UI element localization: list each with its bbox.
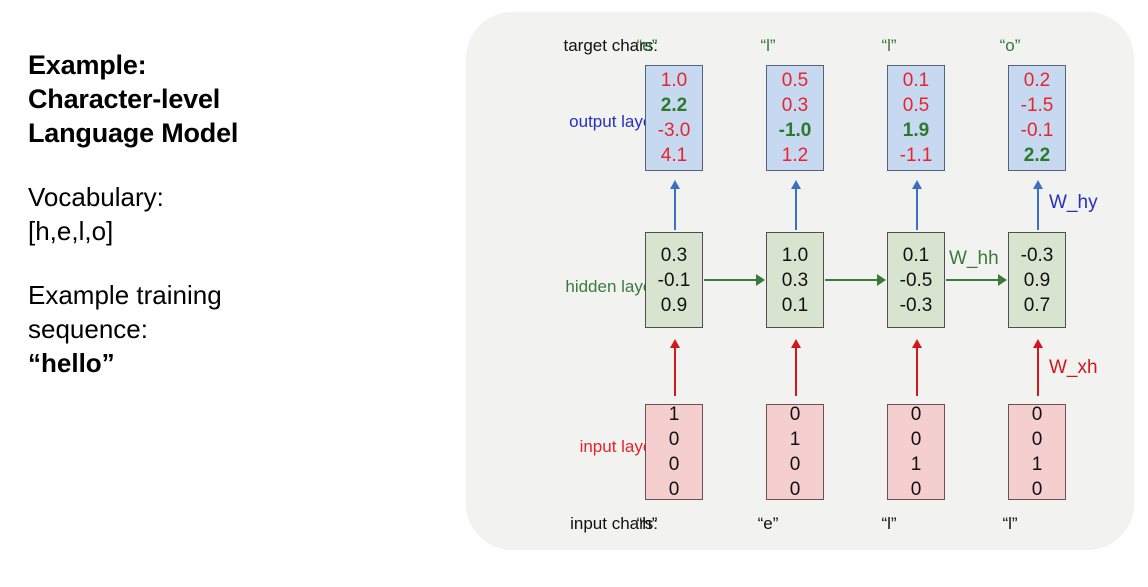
input-value-0-1: 0 [668, 429, 680, 450]
input-char-2: “l” [881, 514, 897, 533]
input-value-3-1: 0 [1031, 429, 1043, 450]
hidden-box-0: 0.3 -0.1 0.9 [645, 232, 703, 328]
hidden-box-2: 0.1 -0.5 -0.3 [887, 232, 945, 328]
row-label-output-layer: output layer [569, 112, 658, 131]
hidden-box-1: 1.0 0.3 0.1 [766, 232, 824, 328]
input-value-3-2: 1 [1031, 454, 1043, 475]
vocabulary-label: Vocabulary: [28, 182, 164, 212]
output-box-3: 0.2 -1.5 -0.1 2.2 [1008, 65, 1066, 171]
input-box-2: 0 0 1 0 [887, 404, 945, 500]
input-value-1-3: 0 [789, 479, 801, 500]
rnn-diagram-panel: target chars: output layer hidden layer … [466, 12, 1134, 550]
weight-label-w-hh: W_hh [949, 248, 999, 269]
output-value-1-0: 0.5 [781, 70, 809, 91]
input-value-0-0: 1 [668, 404, 680, 425]
input-value-2-1: 0 [910, 429, 922, 450]
target-char-1: “l” [760, 36, 776, 55]
arrow-hidden-to-output-1 [791, 180, 801, 230]
arrow-input-to-hidden-1 [791, 339, 801, 396]
input-value-2-0: 0 [910, 404, 922, 425]
arrow-input-to-hidden-3 [1033, 339, 1043, 396]
output-value-3-2: -0.1 [1020, 120, 1054, 141]
output-box-2: 0.1 0.5 1.9 -1.1 [887, 65, 945, 171]
input-box-1: 0 1 0 0 [766, 404, 824, 500]
output-value-0-1: 2.2 [660, 95, 688, 116]
hidden-value-2-0: 0.1 [902, 244, 930, 266]
output-value-2-1: 0.5 [902, 95, 930, 116]
hidden-value-2-2: -0.3 [899, 294, 933, 316]
output-value-0-3: 4.1 [660, 145, 688, 166]
input-value-3-0: 0 [1031, 404, 1043, 425]
hidden-value-3-1: 0.9 [1023, 269, 1051, 291]
row-label-input-chars: input chars: [570, 514, 658, 533]
target-char-0: “e” [636, 36, 658, 55]
output-box-0: 1.0 2.2 -3.0 4.1 [645, 65, 703, 171]
target-char-3: “o” [999, 36, 1021, 55]
output-value-1-2: -1.0 [778, 120, 812, 141]
input-box-3: 0 0 1 0 [1008, 404, 1066, 500]
hidden-value-3-0: -0.3 [1020, 244, 1054, 266]
hidden-value-1-0: 1.0 [781, 244, 809, 266]
sequence-label-line-1: Example training [28, 280, 222, 310]
left-text-column: Example: Character-level Language Model … [28, 48, 428, 380]
output-value-3-1: -1.5 [1020, 95, 1054, 116]
arrow-hidden-recurrent-2 [946, 274, 1007, 286]
output-value-3-3: 2.2 [1023, 145, 1051, 166]
row-label-target-chars: target chars: [563, 36, 659, 55]
hidden-value-1-2: 0.1 [781, 294, 809, 316]
input-value-2-2: 1 [910, 454, 922, 475]
arrow-hidden-recurrent-0 [704, 274, 765, 286]
arrow-hidden-to-output-2 [912, 180, 922, 230]
hidden-value-3-2: 0.7 [1023, 294, 1051, 316]
input-box-0: 1 0 0 0 [645, 404, 703, 500]
input-char-0: “h” [636, 514, 658, 533]
input-char-1: “e” [757, 514, 779, 533]
arrow-hidden-to-output-3 [1033, 180, 1043, 230]
input-value-1-0: 0 [789, 404, 801, 425]
spacer-2 [28, 248, 428, 278]
input-value-0-3: 0 [668, 479, 680, 500]
arrow-hidden-to-output-0 [670, 180, 680, 230]
hidden-value-0-2: 0.9 [660, 294, 688, 316]
hidden-value-1-1: 0.3 [781, 269, 809, 291]
input-value-2-3: 0 [910, 479, 922, 500]
output-value-1-1: 0.3 [781, 95, 809, 116]
row-label-hidden-layer: hidden layer [565, 277, 658, 296]
input-value-1-2: 0 [789, 454, 801, 475]
arrow-hidden-recurrent-1 [825, 274, 886, 286]
output-box-1: 0.5 0.3 -1.0 1.2 [766, 65, 824, 171]
spacer-1 [28, 150, 428, 180]
hidden-box-3: -0.3 0.9 0.7 [1008, 232, 1066, 328]
output-value-0-2: -3.0 [657, 120, 691, 141]
input-value-1-1: 1 [789, 429, 801, 450]
title-line-1: Example: [28, 50, 147, 80]
weight-label-w-hy: W_hy [1049, 192, 1098, 213]
input-value-0-2: 0 [668, 454, 680, 475]
arrow-input-to-hidden-0 [670, 339, 680, 396]
output-value-1-3: 1.2 [781, 145, 809, 166]
sequence-label-line-2: sequence: [28, 314, 148, 344]
hidden-value-0-1: -0.1 [657, 269, 691, 291]
input-value-3-3: 0 [1031, 479, 1043, 500]
weight-label-w-xh: W_xh [1049, 357, 1098, 378]
target-char-2: “l” [881, 36, 897, 55]
sequence-value: “hello” [28, 348, 115, 378]
output-value-2-2: 1.9 [902, 120, 930, 141]
title-line-3: Language Model [28, 118, 239, 148]
output-value-3-0: 0.2 [1023, 70, 1051, 91]
title-line-2: Character-level [28, 84, 221, 114]
row-label-input-layer: input layer [579, 437, 658, 456]
hidden-value-0-0: 0.3 [660, 244, 688, 266]
input-char-3: “l” [1002, 514, 1018, 533]
output-value-2-0: 0.1 [902, 70, 930, 91]
vocabulary-value: [h,e,l,o] [28, 216, 114, 246]
output-value-0-0: 1.0 [660, 70, 688, 91]
hidden-value-2-1: -0.5 [899, 269, 933, 291]
arrow-input-to-hidden-2 [912, 339, 922, 396]
output-value-2-3: -1.1 [899, 145, 933, 166]
